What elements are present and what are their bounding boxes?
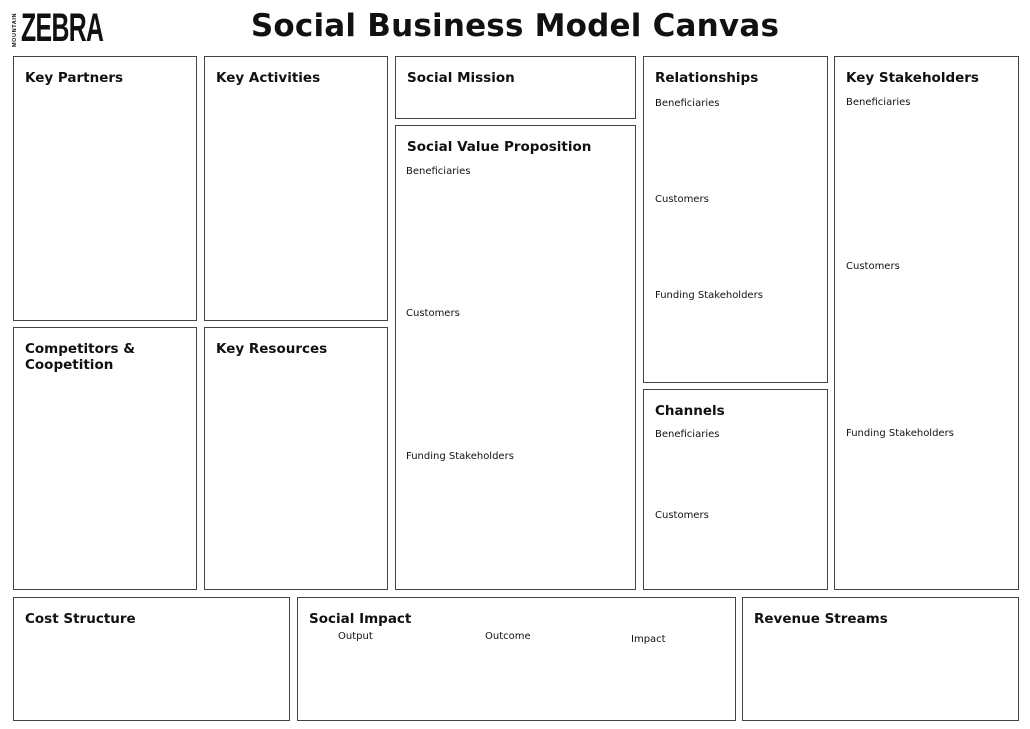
social-value-proposition-box: Social Value Proposition Beneficiaries C… <box>395 125 636 590</box>
social-impact-box: Social Impact Output Outcome Impact <box>297 597 736 721</box>
svp-funding-stakeholders-label: Funding Stakeholders <box>406 451 514 462</box>
channels-title: Channels <box>655 403 725 419</box>
social-mission-box: Social Mission <box>395 56 636 119</box>
relationships-customers-label: Customers <box>655 194 709 205</box>
channels-beneficiaries-label: Beneficiaries <box>655 429 720 440</box>
social-impact-title: Social Impact <box>309 611 412 627</box>
svp-beneficiaries-label: Beneficiaries <box>406 166 471 177</box>
key-partners-box: Key Partners <box>13 56 197 321</box>
logo-big-text: ZEBRA <box>21 6 104 50</box>
revenue-streams-title: Revenue Streams <box>754 611 888 627</box>
page-title: Social Business Model Canvas <box>250 8 780 44</box>
social-impact-impact-label: Impact <box>631 634 666 645</box>
channels-customers-label: Customers <box>655 510 709 521</box>
key-stakeholders-box: Key Stakeholders Beneficiaries Customers… <box>834 56 1019 590</box>
key-activities-box: Key Activities <box>204 56 388 321</box>
social-impact-outcome-label: Outcome <box>485 631 531 642</box>
revenue-streams-box: Revenue Streams <box>742 597 1019 721</box>
svp-customers-label: Customers <box>406 308 460 319</box>
key-stakeholders-customers-label: Customers <box>846 261 900 272</box>
social-impact-output-label: Output <box>338 631 373 642</box>
key-activities-title: Key Activities <box>216 70 321 86</box>
key-resources-box: Key Resources <box>204 327 388 590</box>
key-stakeholders-funding-stakeholders-label: Funding Stakeholders <box>846 428 954 439</box>
social-value-proposition-title: Social Value Proposition <box>407 139 592 155</box>
cost-structure-box: Cost Structure <box>13 597 290 721</box>
social-mission-title: Social Mission <box>407 70 515 86</box>
channels-box: Channels Beneficiaries Customers <box>643 389 828 590</box>
key-stakeholders-beneficiaries-label: Beneficiaries <box>846 97 911 108</box>
relationships-box: Relationships Beneficiaries Customers Fu… <box>643 56 828 383</box>
cost-structure-title: Cost Structure <box>25 611 136 627</box>
competitors-coopetition-box: Competitors & Coopetition <box>13 327 197 590</box>
relationships-funding-stakeholders-label: Funding Stakeholders <box>655 290 763 301</box>
key-partners-title: Key Partners <box>25 70 124 86</box>
mountain-zebra-logo: MOUNTAIN ZEBRA <box>10 6 104 52</box>
key-resources-title: Key Resources <box>216 341 328 357</box>
relationships-beneficiaries-label: Beneficiaries <box>655 98 720 109</box>
key-stakeholders-title: Key Stakeholders <box>846 70 979 86</box>
relationships-title: Relationships <box>655 70 759 86</box>
competitors-coopetition-title: Competitors & Coopetition <box>25 341 136 373</box>
